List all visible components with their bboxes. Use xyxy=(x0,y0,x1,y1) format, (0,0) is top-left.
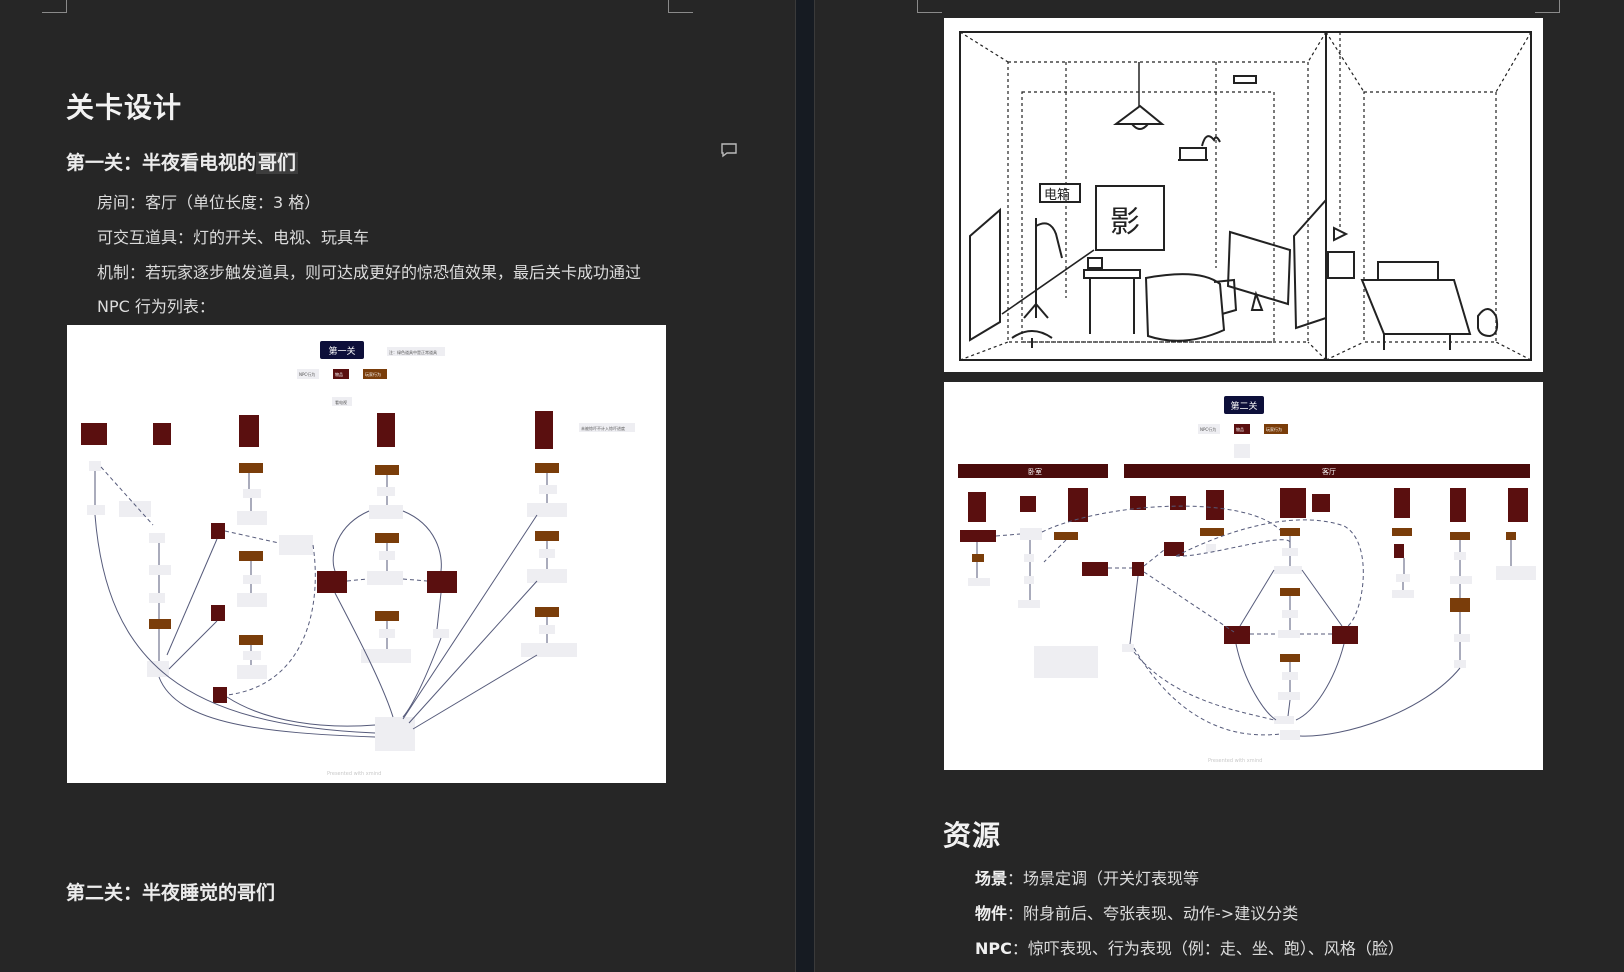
level1-watermark: Presented with xmind xyxy=(327,771,381,777)
right-page: 电箱 影 第二关 NPC行为 物 xyxy=(815,0,1624,972)
legend-player: 玩家行为 xyxy=(365,371,381,377)
mechanic-label: 机制 xyxy=(97,263,130,282)
props-label: 可交互道具 xyxy=(97,228,178,247)
level2-flowchart-image: 第二关 NPC行为 物品 玩家行为 卧室 客厅 xyxy=(944,382,1543,770)
item-nodes xyxy=(81,411,553,703)
crop-mark xyxy=(668,0,693,13)
level2-npc-nodes xyxy=(968,528,1536,740)
crop-mark xyxy=(42,0,67,13)
level1-title-highlight: 哥们 xyxy=(256,152,299,174)
section-bedroom: 卧室 xyxy=(1028,467,1042,476)
section-living: 客厅 xyxy=(1322,467,1336,476)
level1-flowchart-image: 第一关 注：绿色道具中是正常道具 NPC行为 物品 玩家行为 看电视 未被惊吓不… xyxy=(67,325,666,783)
npc-list-label: NPC 行为列表： xyxy=(97,297,215,316)
level2-title: 第二关：半夜睡觉的哥们 xyxy=(66,882,276,904)
level2-diagram-title: 第二关 xyxy=(1230,400,1257,412)
level2-flow-lines xyxy=(976,505,1512,737)
comment-icon[interactable] xyxy=(720,142,738,158)
resource-item-objects: 物件：附身前后、夸张表现、动作->建议分类 xyxy=(975,900,1298,924)
mechanic-value: ：若玩家逐步触发道具，则可达成更好的惊恐值效果，最后关卡成功通过 xyxy=(129,263,642,282)
resource-label: 物件 xyxy=(975,904,1008,923)
legend-npc: NPC行为 xyxy=(299,371,315,377)
level1-diagram-title: 第一关 xyxy=(328,345,355,357)
crop-mark xyxy=(1535,0,1560,13)
resource-item-scene: 场景：场景定调（开关灯表现等 xyxy=(975,865,1199,889)
level2-item-nodes xyxy=(960,488,1528,644)
resource-text: ：场景定调（开关灯表现等 xyxy=(1007,869,1200,888)
page-gutter xyxy=(795,0,815,972)
left-page: 关卡设计 第一关：半夜看电视的哥们 房间：客厅（单位长度：3 格） 可交互道具：… xyxy=(0,0,795,972)
top-node: 看电视 xyxy=(335,399,347,405)
sketch-tv-label: 电箱 xyxy=(1044,187,1070,203)
resource-text: ：惊吓表现、行为表现（例：走、坐、跑）、风格（脸） xyxy=(1011,939,1404,958)
level1-title-text: 第一关：半夜看电视的 xyxy=(66,152,257,174)
resource-text: ：附身前后、夸张表现、动作->建议分类 xyxy=(1007,904,1299,923)
room-value: ：客厅（单位长度：3 格） xyxy=(129,193,321,212)
npc-nodes xyxy=(87,461,577,751)
section-heading-level-design: 关卡设计 xyxy=(66,91,183,124)
room-line: 房间：客厅（单位长度：3 格） xyxy=(97,189,320,213)
flow-lines xyxy=(94,466,548,738)
room-label: 房间 xyxy=(97,193,130,212)
resource-label: 场景 xyxy=(975,869,1008,888)
props-value: ：灯的开关、电视、玩具车 xyxy=(177,228,370,247)
mechanic-line: 机制：若玩家逐步触发道具，则可达成更好的惊恐值效果，最后关卡成功通过 xyxy=(97,259,641,283)
level1-diagram-note: 注：绿色道具中是正常道具 xyxy=(389,349,437,355)
level2-watermark: Presented with xmind xyxy=(1208,758,1262,764)
player-nodes xyxy=(149,463,559,645)
legend-item: 物品 xyxy=(335,371,343,377)
level2-player-nodes xyxy=(972,528,1516,662)
props-line: 可交互道具：灯的开关、电视、玩具车 xyxy=(97,224,369,248)
crop-mark xyxy=(917,0,942,13)
level2-legend-npc: NPC行为 xyxy=(1200,426,1216,432)
level1-title: 第一关：半夜看电视的哥们 xyxy=(66,148,299,175)
room-sketch-image: 电箱 影 xyxy=(944,18,1543,372)
sketch-poster-label: 影 xyxy=(1110,205,1140,240)
level1-diagram-note2: 未被惊吓不计入惊吓进度 xyxy=(581,425,625,431)
resource-label: NPC xyxy=(975,939,1012,958)
section-heading-resources: 资源 xyxy=(943,819,1002,852)
level2-legend-item: 物品 xyxy=(1236,426,1244,432)
resource-item-npc: NPC：惊吓表现、行为表现（例：走、坐、跑）、风格（脸） xyxy=(975,935,1404,959)
level2-legend-player: 玩家行为 xyxy=(1266,426,1282,432)
